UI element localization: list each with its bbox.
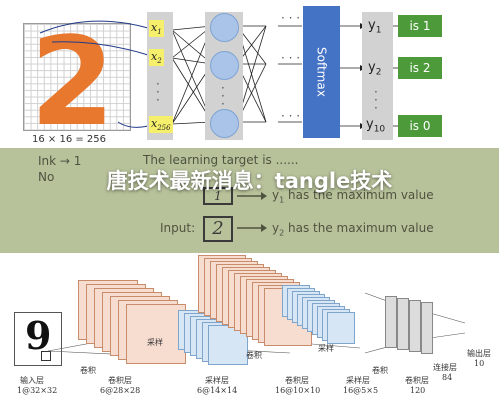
handwritten-2-box: 2 [203,216,233,242]
arrow-right-icon [237,224,267,232]
input-x1: x1 [149,20,164,38]
arrow-right-icon [237,192,267,200]
y1-max-line: y1 has the maximum value [272,188,434,205]
label-conv1: 卷积 [80,366,96,375]
output-layer-column [362,12,393,140]
y2-max-line: y2 has the maximum value [272,221,434,238]
label-output-size: 10 [474,359,485,368]
badge-is-1: is 1 [398,15,442,37]
label-sample2: 采样 [318,344,334,353]
overlay-band [0,148,499,253]
arrow-x2 [51,41,149,56]
label-output-layer: 输出层 [467,349,491,358]
feature-map [126,304,186,364]
label-sample1: 采样 [147,338,163,347]
label-sample-layer-1-size: 6@14×14 [197,386,238,395]
badge-is-2: is 2 [398,57,442,79]
softmax-label: Softmax [314,47,329,97]
label-conv-layer-2: 卷积层 [285,376,309,385]
input-digit-nine: 9 [25,313,52,358]
label-conv-layer-2-size: 16@10×10 [275,386,321,395]
grid-caption: 16 × 16 = 256 [32,134,107,145]
input-ellipsis: ··· [156,77,160,107]
cnn-input-image: 9 [14,312,62,366]
hidden-2-node: · · · [281,109,301,123]
feature-map [385,296,397,348]
label-conv-layer-1: 卷积层 [108,376,132,385]
output-y10: y10 [366,117,386,135]
label-sample-layer-1: 采样层 [205,376,229,385]
hidden-2-node: · · · [281,11,301,25]
feature-map [421,302,433,354]
hidden-2-node: · · · [281,51,301,65]
grid-digit: 2 [30,11,115,153]
softmax-layer [303,6,340,138]
watermark-title: 唐技术最新消息：tangle技术 [106,169,393,193]
input-x2: x2 [149,49,164,67]
label-sample-layer-2-size: 16@5×5 [343,386,379,395]
label-fc-size: 84 [442,373,453,382]
feature-map [327,312,355,344]
label-conv-layer-1-size: 6@28×28 [100,386,141,395]
label-fc-layer: 连接层 [433,363,457,372]
feature-map [397,298,409,350]
arrow-x256 [117,121,149,128]
neuron [210,109,239,138]
label-input-layer: 输入层 [20,376,44,385]
kernel-window [41,351,51,361]
label-input-size: 1@32×32 [17,386,58,395]
handwritten-1-box: 1 [203,187,233,205]
neuron [210,51,239,80]
input-label: Input: [160,221,196,235]
badge-is-0: is 0 [398,115,442,137]
label-sample-layer-2: 采样层 [346,376,370,385]
ink-line: Ink → 1 [38,154,82,168]
label-conv3: 卷积 [372,366,388,375]
input-x256: x256 [149,116,173,134]
feature-map [409,300,421,352]
output-y2: y2 [368,60,382,78]
arrow-x1 [39,20,149,34]
neuron [210,13,239,42]
label-conv-layer-3: 卷积层 [405,376,429,385]
label-conv-layer-3-size: 120 [410,386,426,395]
no-ink-line: No [38,170,55,184]
output-y1: y1 [368,18,382,36]
target-line: The learning target is ...... [143,153,299,167]
label-conv2: 卷积 [246,351,262,360]
hidden-ellipsis: ··· [221,81,225,111]
output-ellipsis: ··· [374,85,378,115]
